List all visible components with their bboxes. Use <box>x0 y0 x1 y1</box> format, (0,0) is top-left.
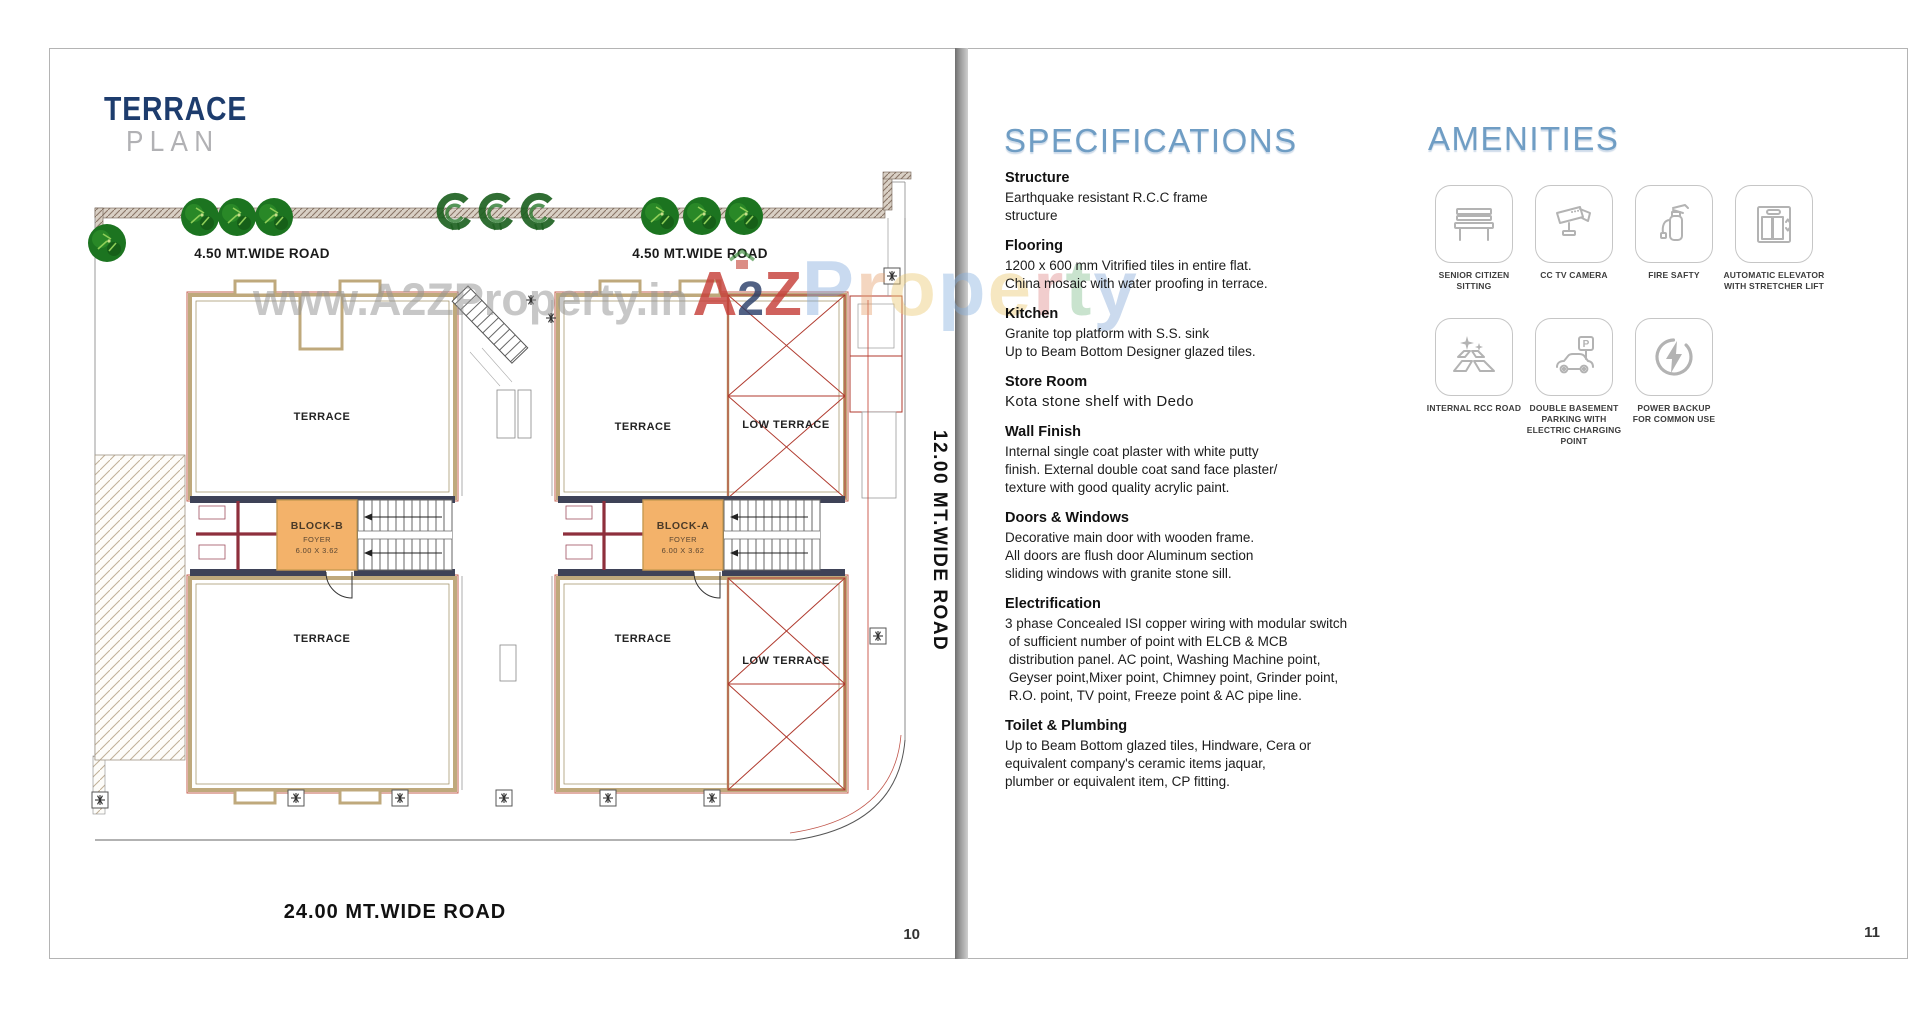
spec-body: Granite top platform with S.S. sink Up t… <box>1005 326 1256 359</box>
amenity-senior-citizen-sitting: SENIOR CITIZEN SITTING <box>1424 185 1524 292</box>
amenity-cctv: CC TV CAMERA <box>1524 185 1624 292</box>
spec-body: Kota stone shelf with Dedo <box>1005 393 1194 410</box>
right-side-structures <box>849 218 906 790</box>
parking-icon: P <box>1535 318 1613 396</box>
rcc-road-icon <box>1435 318 1513 396</box>
terrace-label-ll: TERRACE <box>294 633 351 645</box>
plan-bottom-edge <box>92 734 906 841</box>
specifications-list: Structure Earthquake resistant R.C.C fra… <box>1005 170 1375 804</box>
unit-upper-right <box>554 279 849 502</box>
spec-title: Toilet & Plumbing <box>1005 718 1128 734</box>
spec-title: Structure <box>1005 170 1070 186</box>
spec-section-electrification: Electrification 3 phase Concealed ISI co… <box>1005 596 1375 705</box>
spec-title: Store Room <box>1005 374 1088 390</box>
unit-upper-left <box>186 279 459 502</box>
spec-body: Internal single coat plaster with white … <box>1005 444 1278 495</box>
low-terrace-cross-upper <box>727 294 846 499</box>
low-terrace-label-lower: LOW TERRACE <box>742 655 829 667</box>
elevator-icon <box>1735 185 1813 263</box>
spec-body: 3 phase Concealed ISI copper wiring with… <box>1005 616 1348 703</box>
entrance-ramp <box>451 285 557 387</box>
spec-body: Earthquake resistant R.C.C frame structu… <box>1005 190 1208 223</box>
spec-section-structure: Structure Earthquake resistant R.C.C fra… <box>1005 170 1375 225</box>
terrace-floor-plan: 4.50 MT.WIDE ROAD 4.50 MT.WIDE ROAD <box>87 171 950 923</box>
block-b-room: FOYER <box>303 535 331 544</box>
cctv-camera-icon <box>1535 185 1613 263</box>
low-terrace-label-upper: LOW TERRACE <box>742 419 829 431</box>
spec-section-kitchen: Kitchen Granite top platform with S.S. s… <box>1005 306 1375 361</box>
door-arc-b <box>325 571 353 599</box>
amenity-fire-safety: FIRE SAFTY <box>1624 185 1724 292</box>
svg-text:P: P <box>1583 339 1590 350</box>
road-label-bottom: 24.00 MT.WIDE ROAD <box>284 901 506 923</box>
amenities-heading: AMENITIES <box>1428 120 1620 157</box>
spec-section-store-room: Store Room Kota stone shelf with Dedo <box>1005 374 1375 411</box>
block-b-foyer: BLOCK-B FOYER 6.00 X 3.62 <box>276 499 358 571</box>
hatched-open-area <box>94 454 186 761</box>
page-number-left: 10 <box>903 926 920 943</box>
maroon-partitions <box>196 501 643 570</box>
central-corridor <box>461 300 553 790</box>
block-b-name: BLOCK-B <box>291 520 344 532</box>
road-label-top-right: 4.50 MT.WIDE ROAD <box>632 246 768 261</box>
spec-title: Doors & Windows <box>1005 510 1129 526</box>
block-a-room: FOYER <box>669 535 697 544</box>
staircase-b <box>357 499 453 571</box>
page-title-plan: PLAN <box>126 126 220 158</box>
page-title: TERRACE PLAN <box>104 92 271 157</box>
block-a-foyer: BLOCK-A FOYER 6.00 X 3.62 <box>642 499 724 571</box>
core-band: BLOCK-B FOYER 6.00 X 3.62 BLOCK-A FOYER … <box>190 496 845 599</box>
staircase-a <box>723 499 821 571</box>
spec-body: Up to Beam Bottom glazed tiles, Hindware… <box>1005 738 1312 789</box>
bench-icon <box>1435 185 1513 263</box>
spec-title: Electrification <box>1005 596 1101 612</box>
power-backup-icon <box>1635 318 1713 396</box>
amenities-grid: SENIOR CITIZEN SITTING CC TV CAMERA <box>1424 185 1844 447</box>
spec-section-doors-windows: Doors & Windows Decorative main door wit… <box>1005 510 1375 583</box>
amenity-basement-parking: P DOUBLE BASEMENT PARKING WITH ELECTRIC … <box>1524 318 1624 447</box>
amenity-power-backup: POWER BACKUP FOR COMMON USE <box>1624 318 1724 447</box>
specifications-heading: SPECIFICATIONS <box>1004 122 1298 159</box>
spec-title: Kitchen <box>1005 306 1059 322</box>
terrace-label-ul: TERRACE <box>294 411 351 423</box>
amenity-elevator: AUTOMATIC ELEVATOR WITH STRETCHER LIFT <box>1723 185 1824 292</box>
low-terrace-cross-lower <box>727 577 846 791</box>
unit-lower-right <box>554 574 849 794</box>
spec-section-flooring: Flooring 1200 x 600 mm Vitrified tiles i… <box>1005 238 1375 293</box>
fire-extinguisher-icon <box>1635 185 1713 263</box>
block-a-name: BLOCK-A <box>657 520 710 532</box>
spec-title: Wall Finish <box>1005 424 1081 440</box>
terrace-label-lr: TERRACE <box>615 633 672 645</box>
spec-section-toilet-plumbing: Toilet & Plumbing Up to Beam Bottom glaz… <box>1005 718 1375 791</box>
road-label-top-left: 4.50 MT.WIDE ROAD <box>194 246 330 261</box>
door-arc-a <box>693 571 721 599</box>
spec-body: 1200 x 600 mm Vitrified tiles in entire … <box>1005 258 1268 291</box>
page-number-right: 11 <box>1864 924 1880 941</box>
block-a-size: 6.00 X 3.62 <box>662 546 705 555</box>
terrace-label-ur: TERRACE <box>615 421 672 433</box>
spec-body: Decorative main door with wooden frame. … <box>1005 530 1255 581</box>
spec-section-wall-finish: Wall Finish Internal single coat plaster… <box>1005 424 1375 497</box>
road-label-right: 12.00 MT.WIDE ROAD <box>929 430 950 651</box>
spec-title: Flooring <box>1005 238 1063 254</box>
block-b-size: 6.00 X 3.62 <box>296 546 339 555</box>
amenity-rcc-road: INTERNAL RCC ROAD <box>1424 318 1524 447</box>
unit-lower-left <box>186 574 459 805</box>
book-spine <box>955 48 968 959</box>
page-title-terrace: TERRACE <box>104 90 248 127</box>
